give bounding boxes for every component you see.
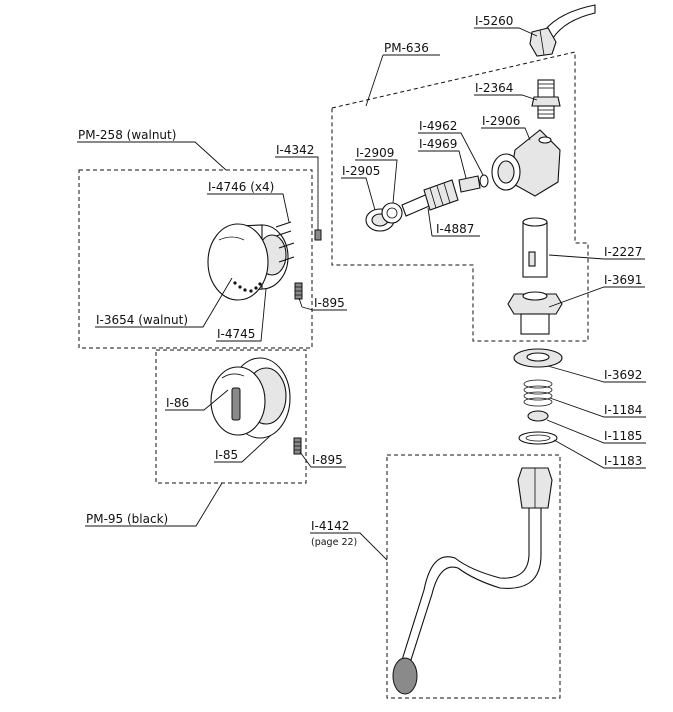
label-i2906: I-2906 — [482, 114, 520, 128]
hex-nut-lower — [513, 348, 563, 368]
label-i3692: I-3692 — [604, 368, 642, 382]
label-i3691: I-3691 — [604, 273, 642, 287]
label-i1183: I-1183 — [604, 454, 642, 468]
label-i895-top: I-895 — [314, 296, 345, 310]
label-i4745: I-4745 — [217, 327, 255, 341]
label-i4342: I-4342 — [276, 143, 314, 157]
label-i2905: I-2905 — [342, 164, 380, 178]
valve-fittings — [458, 174, 489, 193]
label-pm95: PM-95 (black) — [86, 512, 168, 526]
label-i1185: I-1185 — [604, 429, 642, 443]
steam-tube — [522, 217, 548, 278]
label-i1184: I-1184 — [604, 403, 642, 417]
part-labels: I-5260 PM-636 I-2364 I-2906 I-4962 I-496… — [78, 14, 642, 548]
label-pm258: PM-258 (walnut) — [78, 128, 176, 142]
label-i4746: I-4746 (x4) — [208, 180, 274, 194]
steam-pipe-fitting — [529, 4, 596, 57]
o-rings — [518, 410, 558, 445]
label-i895-bottom: I-895 — [312, 453, 343, 467]
label-i5260: I-5260 — [475, 14, 513, 28]
pm258-assembly-box — [78, 169, 313, 349]
label-i4142-page-ref: (page 22) — [311, 537, 357, 548]
steam-wand — [392, 467, 553, 695]
label-pm636: PM-636 — [384, 41, 429, 55]
label-i2909: I-2909 — [356, 146, 394, 160]
label-i3654: I-3654 (walnut) — [96, 313, 188, 327]
leader-lines — [77, 27, 646, 561]
label-i86: I-86 — [166, 396, 189, 410]
walnut-knob-assembly — [207, 221, 322, 301]
i4142-box — [386, 454, 561, 699]
pm636-assembly-box — [331, 51, 589, 342]
label-i4887: I-4887 — [436, 222, 474, 236]
label-i4962: I-4962 — [419, 119, 457, 133]
spring — [523, 379, 553, 407]
set-screw-spring-a — [294, 282, 303, 300]
black-knob-assembly — [210, 357, 291, 439]
hex-nut-upper — [507, 291, 563, 335]
label-i2227: I-2227 — [604, 245, 642, 259]
label-i85: I-85 — [215, 448, 238, 462]
set-screw-spring-b — [293, 437, 302, 455]
valve-stem — [401, 179, 459, 217]
label-i4142: I-4142 — [311, 519, 349, 533]
valve-rings — [365, 202, 403, 232]
valve-body — [491, 129, 561, 197]
label-i2364: I-2364 — [475, 81, 513, 95]
pm95-assembly-box — [155, 349, 307, 484]
threaded-nipple — [531, 79, 561, 119]
label-i4969: I-4969 — [419, 137, 457, 151]
